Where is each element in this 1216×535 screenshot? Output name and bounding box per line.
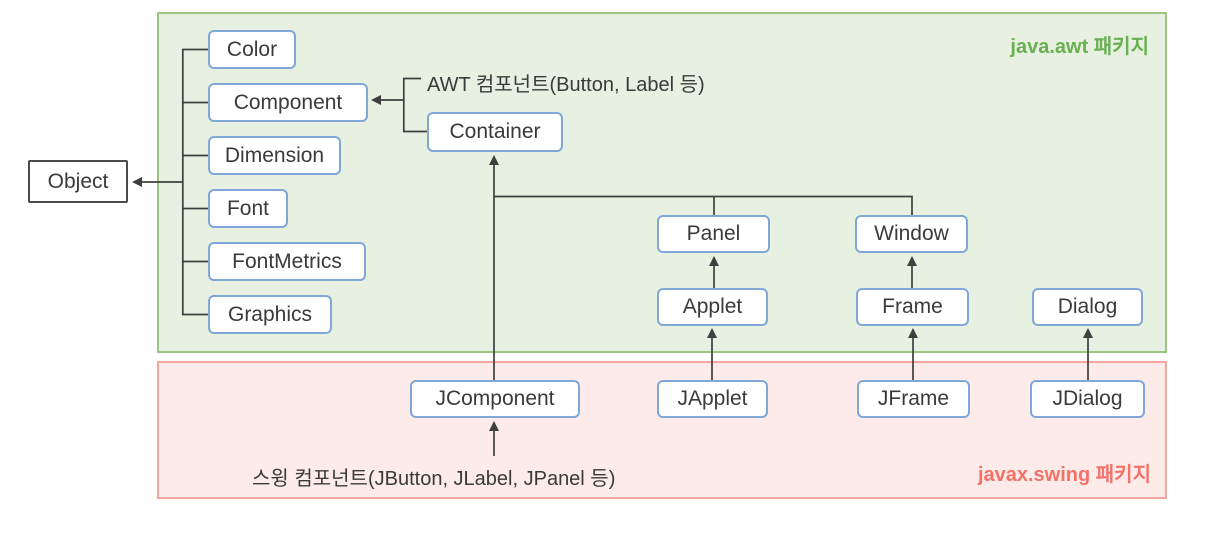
bracket-awt-classes [181, 48, 208, 316]
node-container: Container [427, 112, 563, 152]
node-frame: Frame [856, 288, 969, 326]
node-window: Window [855, 215, 968, 253]
javax-swing-package-region: javax.swing 패키지 [157, 361, 1167, 499]
node-color: Color [208, 30, 296, 69]
node-font: Font [208, 189, 288, 228]
node-dimension: Dimension [208, 136, 341, 175]
awt-components-note: AWT 컴포넌트(Button, Label 등) [427, 74, 705, 96]
node-object: Object [28, 160, 128, 203]
node-panel: Panel [657, 215, 770, 253]
javax-swing-package-label: javax.swing 패키지 [977, 464, 1151, 486]
swing-components-note: 스윙 컴포넌트(JButton, JLabel, JPanel 등) [252, 468, 616, 490]
node-graphics: Graphics [208, 295, 332, 334]
node-japplet: JApplet [657, 380, 768, 418]
node-jcomponent: JComponent [410, 380, 580, 418]
node-jframe: JFrame [857, 380, 970, 418]
bracket-component-subtypes [402, 77, 427, 133]
node-fontmetrics: FontMetrics [208, 242, 366, 281]
node-dialog: Dialog [1032, 288, 1143, 326]
node-applet: Applet [657, 288, 768, 326]
branch-container-children [494, 195, 913, 216]
java-awt-package-label: java.awt 패키지 [1010, 36, 1149, 58]
node-component: Component [208, 83, 368, 122]
node-jdialog: JDialog [1030, 380, 1145, 418]
